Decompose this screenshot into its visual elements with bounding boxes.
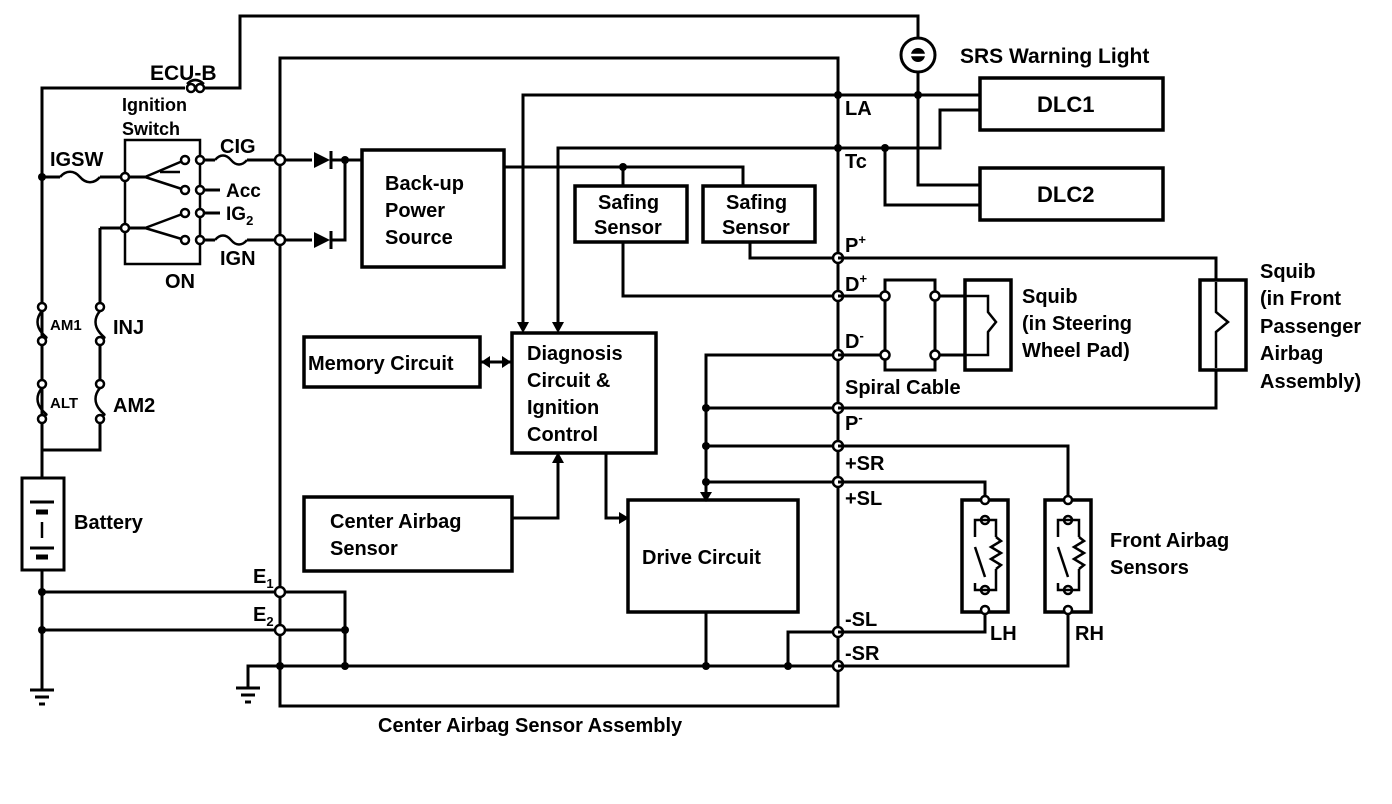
label-am2: AM2 xyxy=(113,395,155,417)
label-terminal-d-plus: D+ xyxy=(845,271,867,296)
center-airbag-sensor-box xyxy=(302,495,514,573)
label-on: ON xyxy=(165,271,195,293)
label-ig2: IG2 xyxy=(226,204,253,228)
label-terminal-tc: Tc xyxy=(845,151,867,173)
safing-sensor-b-box xyxy=(701,184,817,244)
label-dlc1: DLC1 xyxy=(1037,92,1094,117)
label-igsw: IGSW xyxy=(50,149,103,171)
label-assembly-caption: Center Airbag Sensor Assembly xyxy=(378,715,683,737)
dlc1-box xyxy=(978,76,1165,132)
label-terminal-e2: E2 xyxy=(253,604,274,629)
label-am1: AM1 xyxy=(50,317,82,334)
label-front-airbag-sensors-line1: Front Airbag xyxy=(1110,530,1229,552)
label-ignition-switch-line2: Switch xyxy=(122,119,180,139)
drive-circuit-box xyxy=(626,498,800,614)
label-terminal-plus-sr: +SR xyxy=(845,453,885,475)
label-squib-steering-line3: Wheel Pad) xyxy=(1022,340,1130,362)
label-ignition-switch-line1: Ignition xyxy=(122,95,187,115)
label-backup-power-line1: Back-up xyxy=(385,173,464,195)
label-diagnosis-line3: Ignition xyxy=(527,397,599,419)
label-ign: IGN xyxy=(220,248,256,270)
label-diagnosis-line1: Diagnosis xyxy=(527,343,623,365)
label-srs-warning-light: SRS Warning Light xyxy=(960,45,1149,68)
passenger-squib xyxy=(1198,278,1248,372)
label-safing-sensor-a-line2: Sensor xyxy=(594,217,662,239)
label-terminal-la: LA xyxy=(845,98,872,120)
label-rh: RH xyxy=(1075,623,1104,645)
label-terminal-d-minus: D- xyxy=(845,328,864,353)
label-squib-passenger-line5: Assembly) xyxy=(1260,371,1361,393)
label-dlc2: DLC2 xyxy=(1037,182,1094,207)
label-terminal-p-minus: P- xyxy=(845,410,863,435)
label-inj: INJ xyxy=(113,317,144,339)
diodes xyxy=(314,151,362,249)
internal-wiring xyxy=(480,93,838,670)
label-battery: Battery xyxy=(74,512,144,534)
spiral-cable xyxy=(879,278,965,372)
steering-squib xyxy=(963,278,1013,372)
label-acc: Acc xyxy=(226,181,261,202)
dlc2-box xyxy=(978,166,1165,222)
battery-symbol xyxy=(20,470,66,690)
ignition-switch xyxy=(38,138,312,305)
front-airbag-sensor-rh xyxy=(1043,494,1093,616)
backup-power-source-box xyxy=(360,148,506,269)
label-ecu-b: ECU-B xyxy=(150,62,217,85)
label-safing-sensor-b-line1: Safing xyxy=(726,192,787,214)
label-drive-circuit: Drive Circuit xyxy=(642,547,761,569)
label-squib-steering-line2: (in Steering xyxy=(1022,313,1132,335)
label-memory-circuit: Memory Circuit xyxy=(308,353,454,375)
label-safing-sensor-b-line2: Sensor xyxy=(722,217,790,239)
memory-circuit-box xyxy=(302,335,482,389)
label-squib-passenger-line1: Squib xyxy=(1260,261,1316,283)
label-lh: LH xyxy=(990,623,1017,645)
front-airbag-sensor-lh xyxy=(960,494,1010,616)
srs-warning-light xyxy=(899,36,980,187)
label-squib-passenger-line2: (in Front xyxy=(1260,288,1341,310)
label-center-airbag-sensor-line1: Center Airbag xyxy=(330,511,462,533)
label-diagnosis-line4: Control xyxy=(527,424,598,446)
label-squib-steering-line1: Squib xyxy=(1022,286,1078,308)
label-safing-sensor-a-line1: Safing xyxy=(598,192,659,214)
label-front-airbag-sensors-line2: Sensors xyxy=(1110,557,1189,579)
main-fuses xyxy=(36,301,106,470)
label-squib-passenger-line4: Airbag xyxy=(1260,343,1323,365)
label-terminal-e1: E1 xyxy=(253,566,274,591)
e1-e2-ground-lines xyxy=(42,585,838,670)
label-terminal-plus-sl: +SL xyxy=(845,488,882,510)
label-squib-passenger-line3: Passenger xyxy=(1260,316,1361,338)
ground-symbols xyxy=(30,664,280,706)
label-center-airbag-sensor-line2: Sensor xyxy=(330,538,398,560)
label-terminal-minus-sr: -SR xyxy=(845,643,880,665)
label-backup-power-line3: Source xyxy=(385,227,453,249)
label-alt: ALT xyxy=(50,395,78,412)
label-terminal-minus-sl: -SL xyxy=(845,609,877,631)
label-backup-power-line2: Power xyxy=(385,200,445,222)
external-wiring xyxy=(838,91,1218,668)
label-cig: CIG xyxy=(220,136,256,158)
safing-sensor-a-box xyxy=(573,184,689,244)
label-spiral-cable: Spiral Cable xyxy=(845,377,961,399)
label-diagnosis-line2: Circuit & xyxy=(527,370,610,392)
label-terminal-p-plus: P+ xyxy=(845,232,866,257)
diagnosis-circuit-box xyxy=(510,331,658,455)
